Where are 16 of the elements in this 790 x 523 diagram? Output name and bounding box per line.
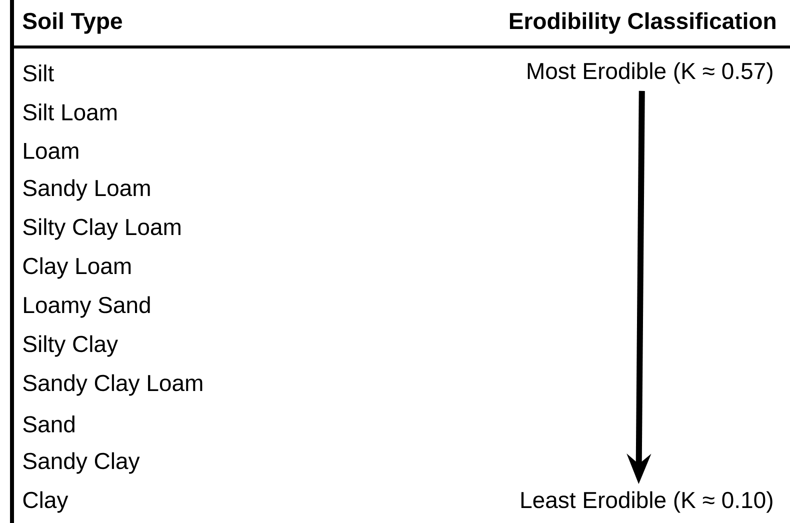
soil-type: Silt bbox=[23, 64, 54, 82]
soil-type: Silty Clay bbox=[23, 335, 118, 357]
erodibility-label: Most Erodible (K ≈ 0.57) bbox=[528, 62, 772, 84]
soil-type: Sandy Clay bbox=[23, 452, 140, 474]
soil-type: Loam bbox=[24, 142, 78, 160]
soil-type: Sand bbox=[23, 416, 74, 432]
erodibility-label: Least Erodible (K ≈ 0.10) bbox=[521, 491, 772, 513]
soil-type: Clay bbox=[23, 491, 68, 513]
soil-type: Sandy Clay Loam bbox=[23, 374, 202, 396]
column-header: Erodibility Classification bbox=[510, 12, 776, 34]
soil-type: Clay Loam bbox=[23, 257, 131, 279]
soil-type: Silt Loam bbox=[23, 104, 117, 120]
column-header: Soil Type bbox=[22, 12, 122, 34]
soil-type: Sandy Loam bbox=[23, 179, 150, 201]
soil-type: Silty Clay Loam bbox=[23, 218, 180, 240]
soil-type: Loamy Sand bbox=[24, 296, 150, 318]
